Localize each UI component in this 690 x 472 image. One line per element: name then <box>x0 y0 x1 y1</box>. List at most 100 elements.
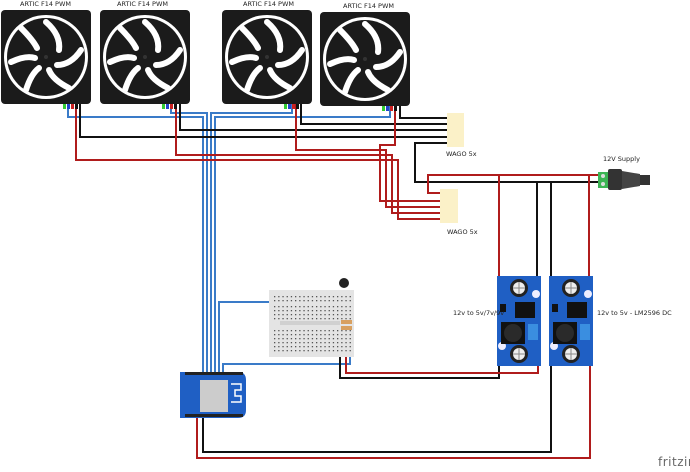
breadboard-hole <box>286 306 288 308</box>
breadboard-hole <box>307 338 309 340</box>
breadboard-hole <box>324 306 326 308</box>
breadboard-hole <box>282 310 284 312</box>
breadboard-hole <box>349 296 351 298</box>
resistor <box>341 326 352 330</box>
breadboard-hole <box>299 300 301 302</box>
breadboard-hole <box>349 314 351 316</box>
breadboard-hole <box>282 314 284 316</box>
breadboard-hole <box>311 334 314 336</box>
breadboard-hole <box>324 350 326 352</box>
breadboard-hole <box>337 296 339 298</box>
breadboard-hole <box>328 306 330 308</box>
breadboard-hole <box>349 334 351 336</box>
breadboard-hole <box>337 350 339 352</box>
breadboard-hole <box>274 346 276 348</box>
breadboard-hole <box>328 318 330 320</box>
breadboard-hole <box>341 342 343 344</box>
black-wires <box>79 104 600 453</box>
breadboard-hole <box>311 318 314 320</box>
breadboard-hole <box>290 314 293 316</box>
breadboard-hole <box>337 300 339 302</box>
breadboard-hole <box>299 318 301 320</box>
breadboard-hole <box>295 306 297 308</box>
breadboard-hole <box>324 346 326 348</box>
fritzing-logo: fritzing <box>658 455 690 469</box>
breadboard-hole <box>290 350 293 352</box>
breadboard-hole <box>337 306 339 308</box>
breadboard-hole <box>303 300 305 302</box>
breadboard-hole <box>303 334 305 336</box>
breadboard-hole <box>278 342 280 344</box>
breadboard-hole <box>320 346 322 348</box>
breadboard-hole <box>311 350 314 352</box>
breadboard-hole <box>307 296 309 298</box>
breadboard-hole <box>295 342 297 344</box>
breadboard-hole <box>303 338 305 340</box>
breadboard-hole <box>337 314 339 316</box>
breadboard-hole <box>341 310 343 312</box>
breadboard-hole <box>349 330 351 332</box>
breadboard-hole <box>282 342 284 344</box>
breadboard-hole <box>320 342 322 344</box>
breadboard-hole <box>311 306 314 308</box>
breadboard-hole <box>286 330 288 332</box>
breadboard-hole <box>311 296 314 298</box>
breadboard-hole <box>328 334 330 336</box>
breadboard-hole <box>345 346 347 348</box>
breadboard-hole <box>320 350 322 352</box>
breadboard-hole <box>299 346 301 348</box>
breadboard-hole <box>320 306 322 308</box>
breadboard-hole <box>278 350 280 352</box>
fan-2 <box>100 10 190 109</box>
breadboard-hole <box>274 306 276 308</box>
fan-3-label: ARTIC F14 PWM <box>243 0 295 8</box>
breadboard-hole <box>307 314 309 316</box>
breadboard-hole <box>324 318 326 320</box>
breadboard-hole <box>303 310 305 312</box>
breadboard-hole <box>278 318 280 320</box>
breadboard-hole <box>303 330 305 332</box>
breadboard-hole <box>349 342 351 344</box>
breadboard-hole <box>320 318 322 320</box>
breadboard-hole <box>282 300 284 302</box>
breadboard-hole <box>290 318 293 320</box>
supply-label: 12V Supply <box>603 155 640 163</box>
breadboard-hole <box>332 318 335 320</box>
breadboard-hole <box>341 314 343 316</box>
breadboard-hole <box>345 338 347 340</box>
breadboard-hole <box>295 346 297 348</box>
breadboard-hole <box>295 296 297 298</box>
breadboard-hole <box>307 334 309 336</box>
breadboard-hole <box>282 350 284 352</box>
breadboard-hole <box>286 318 288 320</box>
breadboard-hole <box>328 350 330 352</box>
breadboard-hole <box>303 306 305 308</box>
breadboard-hole <box>278 338 280 340</box>
breadboard-hole <box>278 346 280 348</box>
breadboard-hole <box>290 310 293 312</box>
breadboard-hole <box>278 310 280 312</box>
breadboard-hole <box>282 330 284 332</box>
breadboard-hole <box>274 310 276 312</box>
breadboard-hole <box>324 310 326 312</box>
breadboard-hole <box>316 330 318 332</box>
breadboard-hole <box>345 314 347 316</box>
breadboard-hole <box>324 314 326 316</box>
breadboard-hole <box>299 296 301 298</box>
breadboard-hole <box>341 330 343 332</box>
temperature-sensor <box>339 278 349 288</box>
breadboard-hole <box>303 342 305 344</box>
breadboard-hole <box>332 306 335 308</box>
breadboard-hole <box>282 306 284 308</box>
breadboard-hole <box>307 318 309 320</box>
breadboard-hole <box>349 346 351 348</box>
breadboard-hole <box>345 342 347 344</box>
breadboard-hole <box>324 334 326 336</box>
breadboard-hole <box>349 318 351 320</box>
breadboard-hole <box>337 346 339 348</box>
breadboard-hole <box>324 296 326 298</box>
breadboard-hole <box>295 350 297 352</box>
breadboard-hole <box>311 310 314 312</box>
dc-jack <box>598 169 650 190</box>
breadboard-hole <box>341 306 343 308</box>
